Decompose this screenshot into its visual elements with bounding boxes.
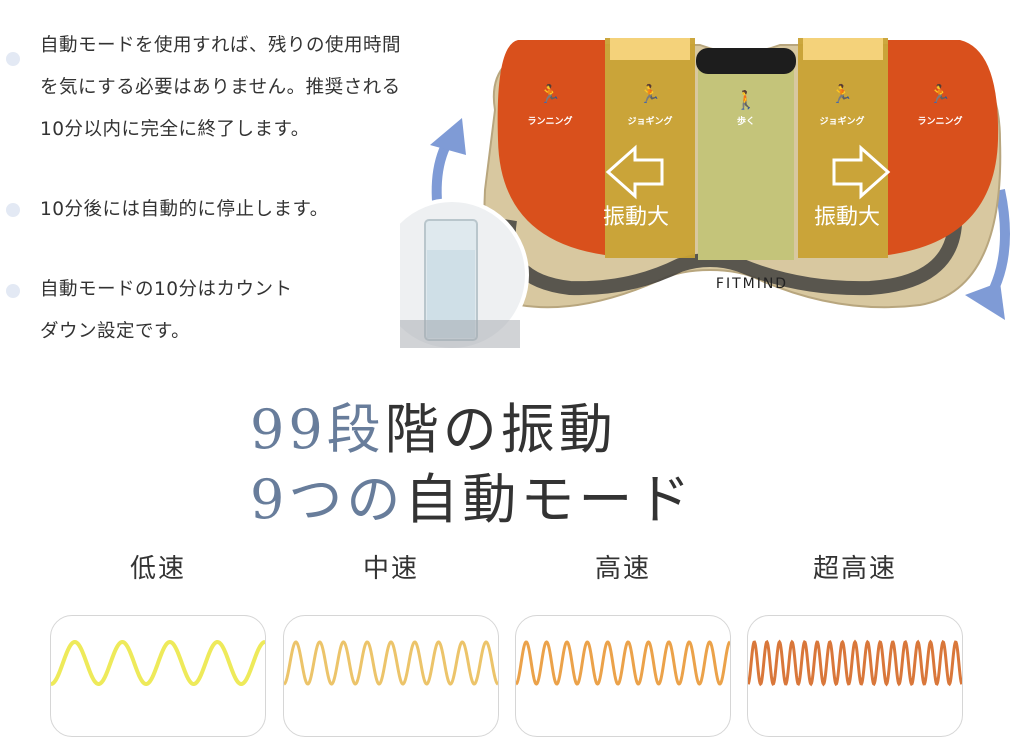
feature-3: 自動モードの10分はカウント ダウン設定です。 [40,269,293,353]
wave-line [748,639,962,687]
feature-2: 10分後には自動的に停止します。 [40,189,329,231]
headline-line-2: 9つの自動モード [250,455,694,534]
arrow-head-icon [430,118,466,155]
bullet-icon [6,284,20,298]
speed-label-ultra: 超高速 [812,554,897,584]
wave-line [284,640,498,686]
feature-line: 自動モードを使用すれば、残りの使用時間 [40,35,402,56]
control-panel[interactable] [696,48,796,74]
bullet-icon [6,52,20,66]
headline-text: 階の振動 [384,398,617,461]
speed-label-medium: 中速 [362,554,419,584]
speed-label-high: 高速 [594,554,651,584]
headline-text: 自動モード [404,468,695,531]
wave-box-high [515,615,731,737]
feature-line: 10分後には自動的に停止します。 [40,199,329,220]
feature-1: 自動モードを使用すれば、残りの使用時間 を気にする必要はありません。推奨される … [40,25,401,151]
walking-icon: 🚶 [735,89,757,111]
vibration-label: 振動大 [814,205,880,230]
feature-line: 10分以内に完全に終了します。 [40,119,310,140]
arrow-right-icon [832,144,891,200]
zone-label: 歩く [737,115,755,127]
feature-line: 自動モードの10分はカウント [40,279,293,300]
wave-line [51,639,265,687]
wave-graphic [748,639,962,687]
wave-graphic [516,640,730,686]
wave-graphic [51,639,265,687]
zone-label: ランニング [917,115,962,127]
zone-label: ジョギング [627,115,672,127]
wave-box-ultra [747,615,963,737]
running-icon: 🏃 [539,83,561,105]
wave-box-low [50,615,266,737]
zone-label: ジョギング [819,115,864,127]
running-icon: 🏃 [929,83,951,105]
arrow-left-icon [605,144,664,200]
bullet-icon [6,203,20,217]
wave-line [516,640,730,686]
speed-label-low: 低速 [129,554,186,584]
feature-line: ダウン設定です。 [40,321,191,342]
brand-logo: FITMIND [716,276,788,292]
headline-accent: 99段 [250,398,385,461]
wave-graphic [284,640,498,686]
headline-accent: 9つの [250,468,405,531]
wave-box-medium [283,615,499,737]
jogging-icon: 🏃 [639,83,661,105]
zone-label: ランニング [527,115,572,127]
feature-line: を気にする必要はありません。推奨される [40,77,401,98]
headline-line-1: 99段階の振動 [250,385,617,464]
jogging-icon: 🏃 [831,83,853,105]
arrow-head-icon [965,282,1005,320]
vibration-label: 振動大 [603,205,669,230]
vibration-plate-illustration: 🏃 ランニング 🏃 ジョギング 🚶 歩く 🏃 ジョギング 🏃 ランニング 振動大… [400,38,1010,352]
